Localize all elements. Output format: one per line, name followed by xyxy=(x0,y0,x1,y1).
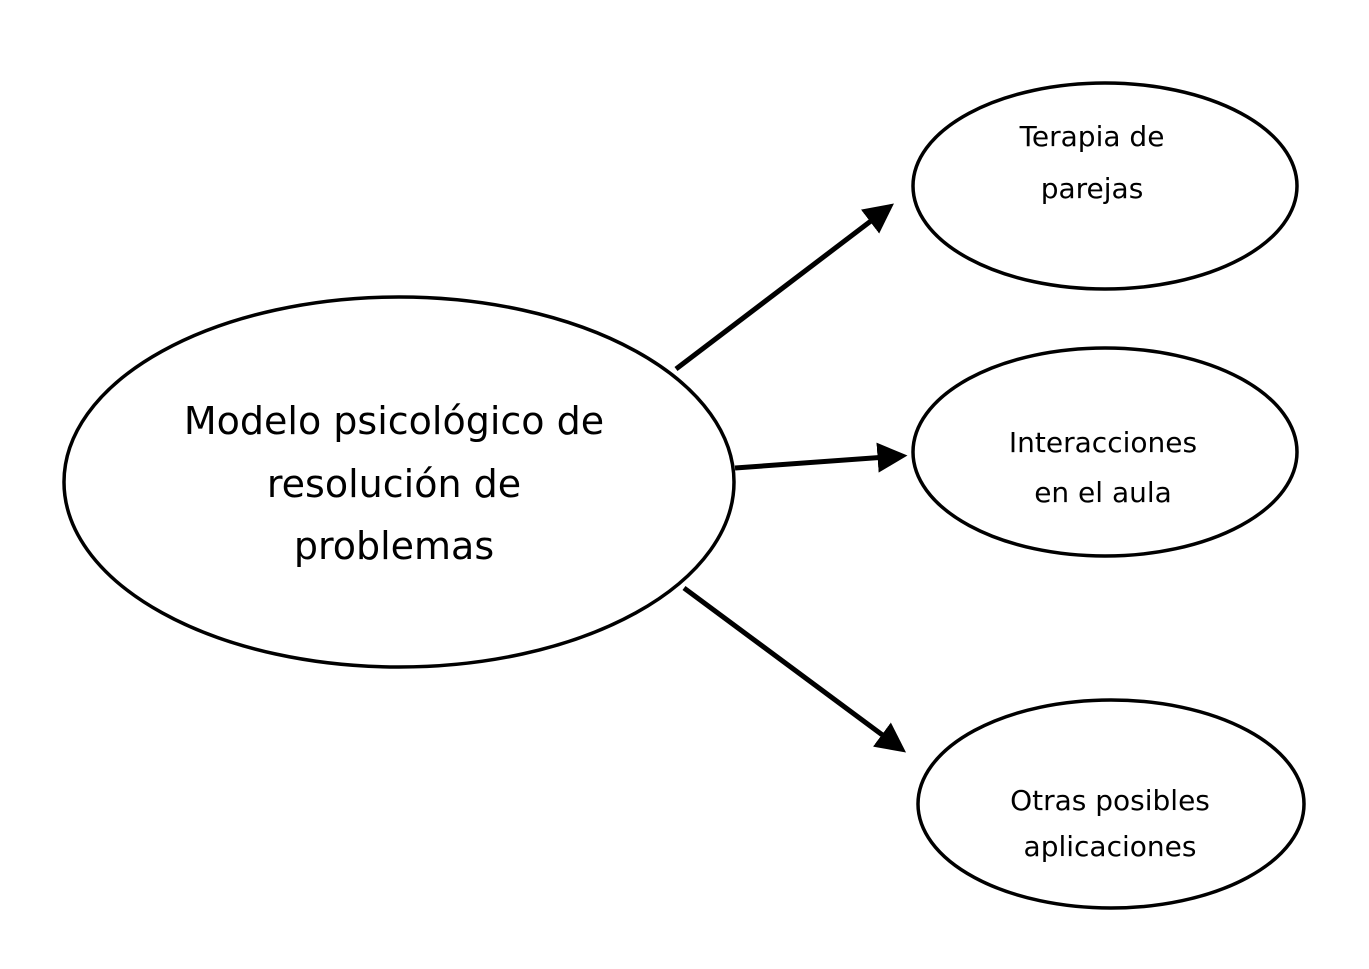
branch-node-ellipse xyxy=(916,698,1306,910)
branch-node-ellipse xyxy=(911,81,1299,291)
branch-node-line-1: Interacciones xyxy=(1009,426,1197,459)
branch-node-ellipse xyxy=(911,346,1299,558)
branch-node-otras: Otras posibles aplicaciones xyxy=(916,698,1306,910)
branch-node-line-1: Otras posibles xyxy=(1010,784,1210,817)
branch-node-line-2: aplicaciones xyxy=(1024,830,1197,863)
branch-node-line-2: parejas xyxy=(1041,172,1144,205)
center-node-ellipse xyxy=(62,295,736,669)
arrow-to-otras xyxy=(682,585,907,753)
branch-node-line-2: en el aula xyxy=(1034,476,1172,509)
center-node-line-3: problemas xyxy=(294,524,494,568)
arrow-to-interacciones xyxy=(734,442,908,473)
branch-node-interacciones: Interacciones en el aula xyxy=(911,346,1299,558)
center-node: Modelo psicológico de resolución de prob… xyxy=(62,295,736,669)
branch-node-line-1: Terapia de xyxy=(1019,120,1165,153)
arrow-to-terapia xyxy=(674,203,894,371)
branch-node-terapia: Terapia de parejas xyxy=(911,81,1299,291)
center-node-line-1: Modelo psicológico de xyxy=(184,399,604,443)
center-node-line-2: resolución de xyxy=(267,462,521,506)
